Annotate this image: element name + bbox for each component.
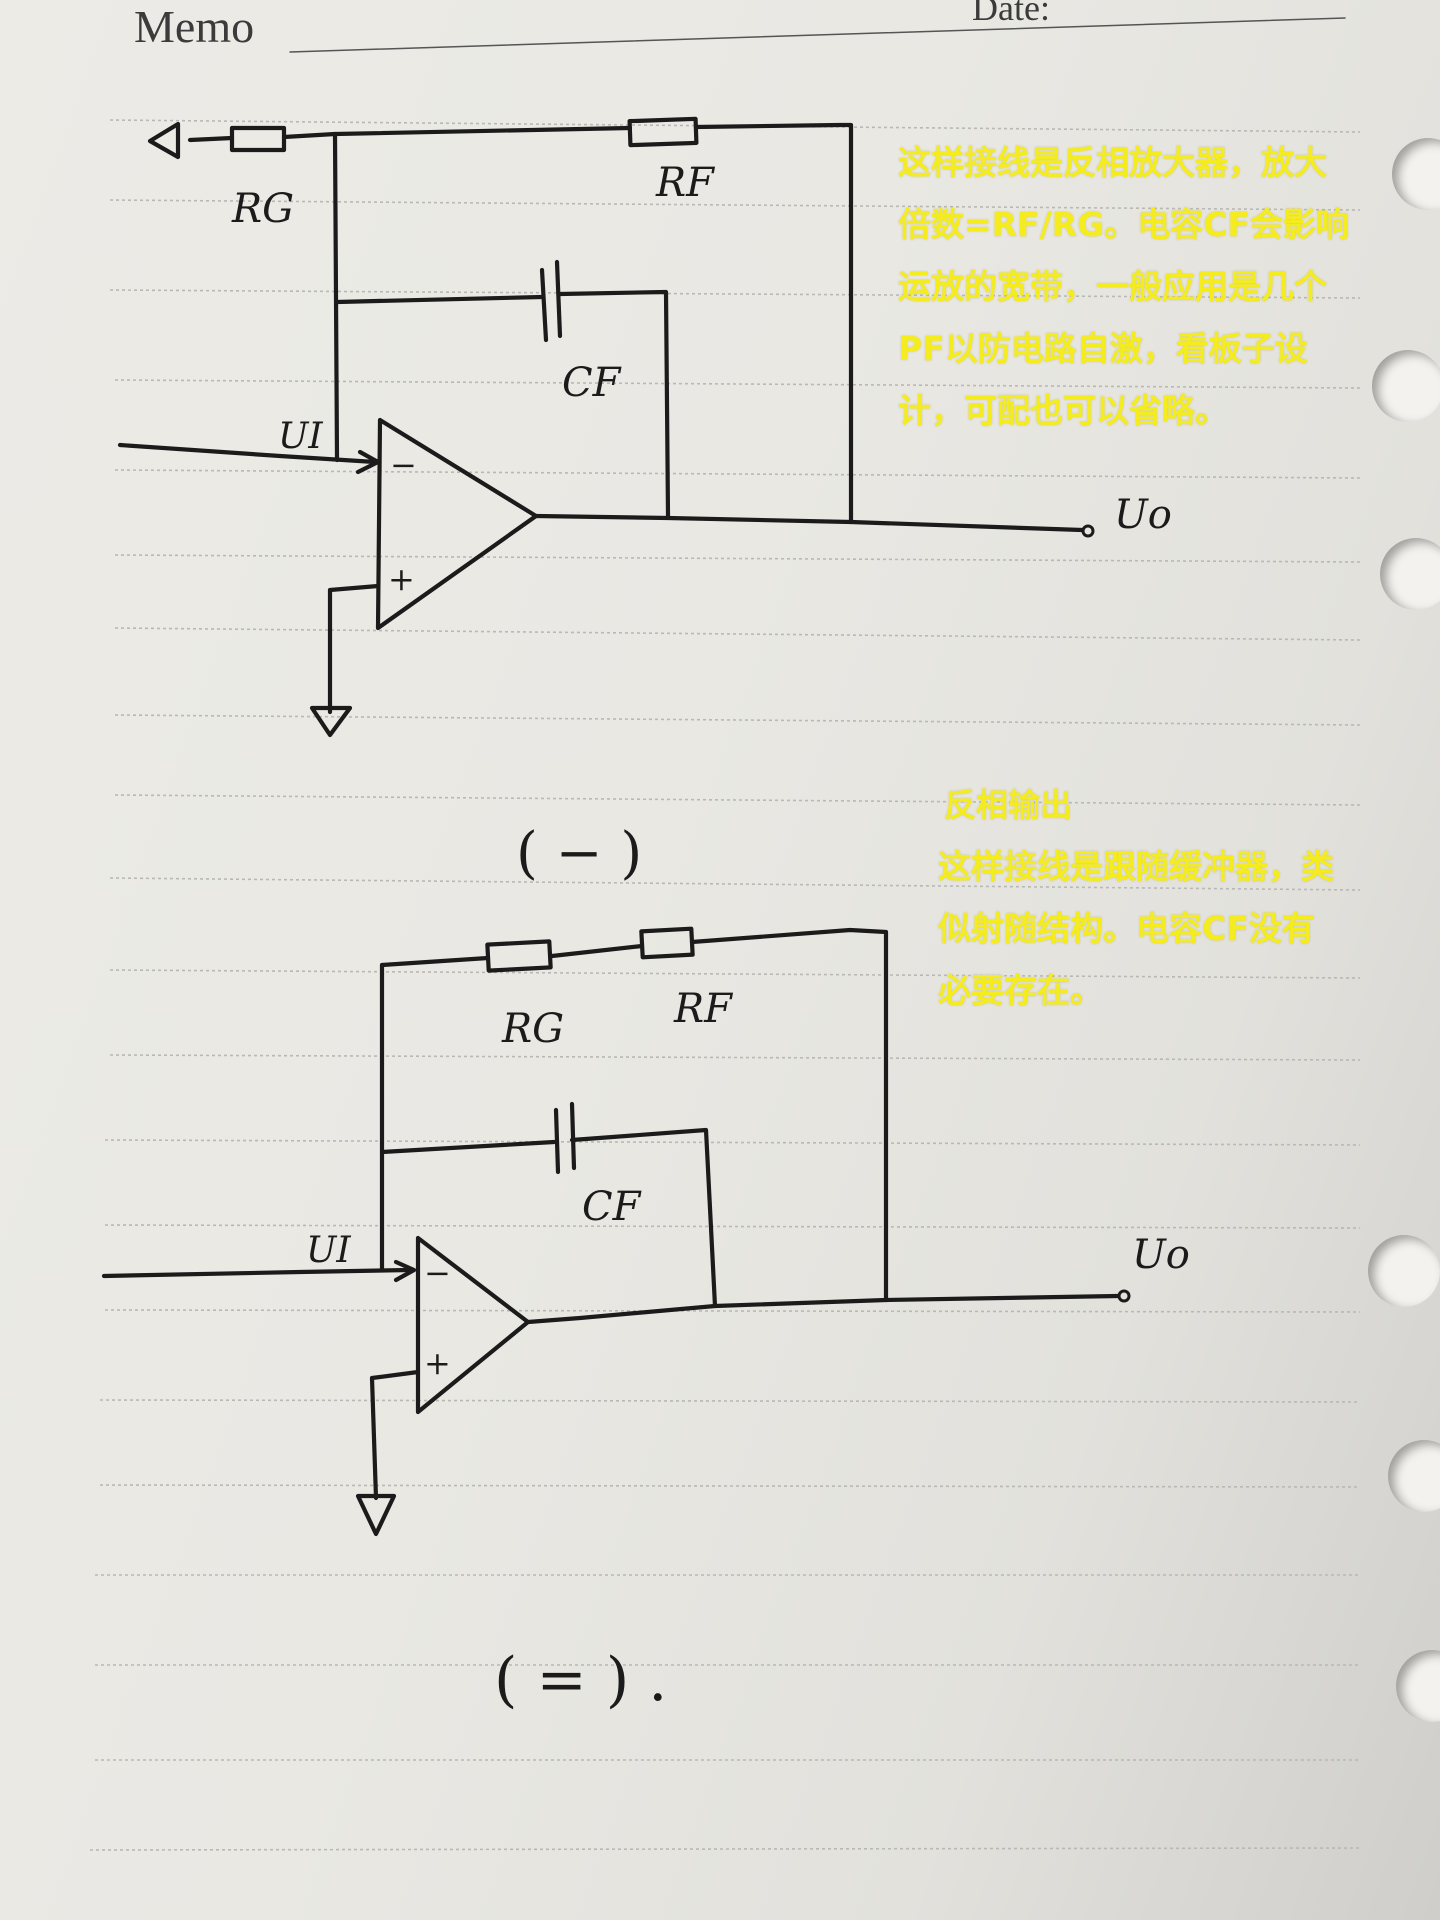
capacitor-cf: [553, 1101, 577, 1175]
resistor-rg: [485, 939, 553, 973]
capacitor-cf: [539, 259, 563, 343]
ground-wire: [369, 1369, 421, 1501]
binder-hole: [1372, 350, 1440, 422]
annotation-circuit-1: 这样接线是反相放大器，放大 倍数=RF/RG。电容CF会影响 运放的宽带，一般应…: [898, 143, 1349, 430]
feedback-wire-top: [379, 927, 889, 1303]
circuit-follower-buffer: RG RF CF UI Uo − + ( = ) .: [101, 926, 1190, 1715]
resistor-rg: [229, 125, 287, 153]
label-rf: RF: [673, 986, 733, 1032]
cf-wire: [379, 1127, 718, 1309]
label-rg: RG: [231, 186, 294, 232]
label-cf: CF: [582, 1184, 642, 1230]
circuit-inverting-amplifier: RG RF CF UI Uo − + ( − ): [117, 116, 1172, 886]
label-rg: RG: [501, 1006, 564, 1052]
ground-icon: [355, 1493, 397, 1537]
op-amp-symbol: [375, 417, 539, 631]
binder-hole: [1388, 1440, 1440, 1512]
minus-input-sign: −: [424, 1254, 451, 1292]
output-wire: [533, 513, 1085, 533]
plus-input-sign: +: [424, 1344, 451, 1382]
label-cf: CF: [562, 360, 622, 406]
annotation-circuit-2: 这样接线是跟随缓冲器，类 似射随结构。电容CF没有 必要存在。: [938, 847, 1334, 1010]
cf-wire: [334, 289, 671, 519]
feedback-wire-top: [187, 122, 854, 525]
input-wire: [117, 442, 378, 465]
annotation-circuit-2-title: 反相输出: [944, 786, 1073, 824]
caption-figure-2: ( = ) .: [494, 1645, 667, 1715]
binder-hole: [1368, 1235, 1440, 1307]
binder-hole: [1380, 538, 1440, 610]
resistor-rf: [627, 116, 699, 148]
output-terminal: [1081, 524, 1095, 538]
date-label: Date:: [972, 0, 1050, 28]
caption-figure-1: ( − ): [516, 821, 642, 886]
arrow-terminal-icon: [147, 121, 181, 160]
op-amp-symbol: [415, 1235, 531, 1415]
input-arrow-icon: [393, 1259, 417, 1283]
node-wire: [332, 131, 340, 463]
plus-input-sign: +: [388, 560, 415, 598]
ground-wire: [327, 583, 381, 715]
resistor-rf: [639, 926, 695, 960]
label-input: UI: [278, 416, 323, 457]
input-wire: [101, 1267, 413, 1279]
minus-input-sign: −: [390, 446, 417, 484]
output-terminal: [1117, 1289, 1131, 1303]
output-wire: [525, 1293, 1121, 1325]
label-rf: RF: [655, 160, 715, 206]
label-output: Uo: [1132, 1232, 1190, 1278]
label-output: Uo: [1114, 492, 1172, 538]
label-input: UI: [306, 1230, 351, 1271]
ground-icon: [309, 705, 353, 738]
memo-heading: Memo: [134, 1, 254, 52]
